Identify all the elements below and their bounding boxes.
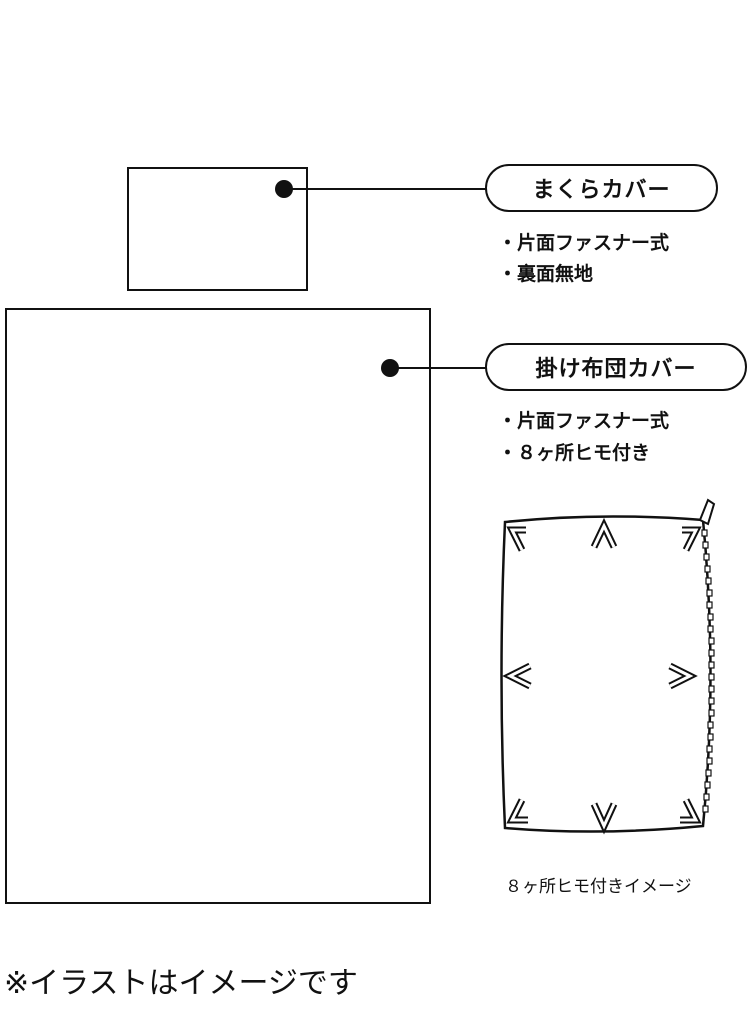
pillow-cover-feature-2: ・裏面無地	[498, 263, 594, 285]
pillow-cover-feature-1: ・片面ファスナー式	[498, 232, 670, 254]
tie-diagram-caption: ８ヶ所ヒモ付きイメージ	[505, 877, 692, 897]
duvet-cover-illustration	[5, 308, 431, 904]
cover-outline	[500, 515, 712, 833]
duvet-cover-feature-1: ・片面ファスナー式	[498, 410, 670, 432]
tie-top-right	[682, 526, 702, 552]
pillow-cover-label: まくらカバー	[485, 164, 718, 212]
zipper-teeth	[701, 529, 715, 813]
tie-top-left	[506, 526, 526, 552]
illustration-disclaimer: ※イラストはイメージです	[4, 966, 358, 1001]
zipper-pull	[698, 498, 716, 526]
tie-bottom-center	[590, 802, 618, 835]
pillow-cover-leader-line	[284, 188, 486, 190]
tie-middle-right	[668, 662, 698, 690]
tie-bottom-left	[506, 798, 528, 824]
tie-top-center	[590, 517, 618, 549]
duvet-cover-label: 掛け布団カバー	[485, 343, 747, 391]
tie-bottom-right	[680, 798, 702, 824]
tie-diagram	[500, 498, 716, 835]
tie-middle-left	[502, 662, 532, 690]
duvet-cover-leader-line	[390, 367, 486, 369]
duvet-cover-feature-2: ・８ヶ所ヒモ付き	[498, 442, 651, 464]
